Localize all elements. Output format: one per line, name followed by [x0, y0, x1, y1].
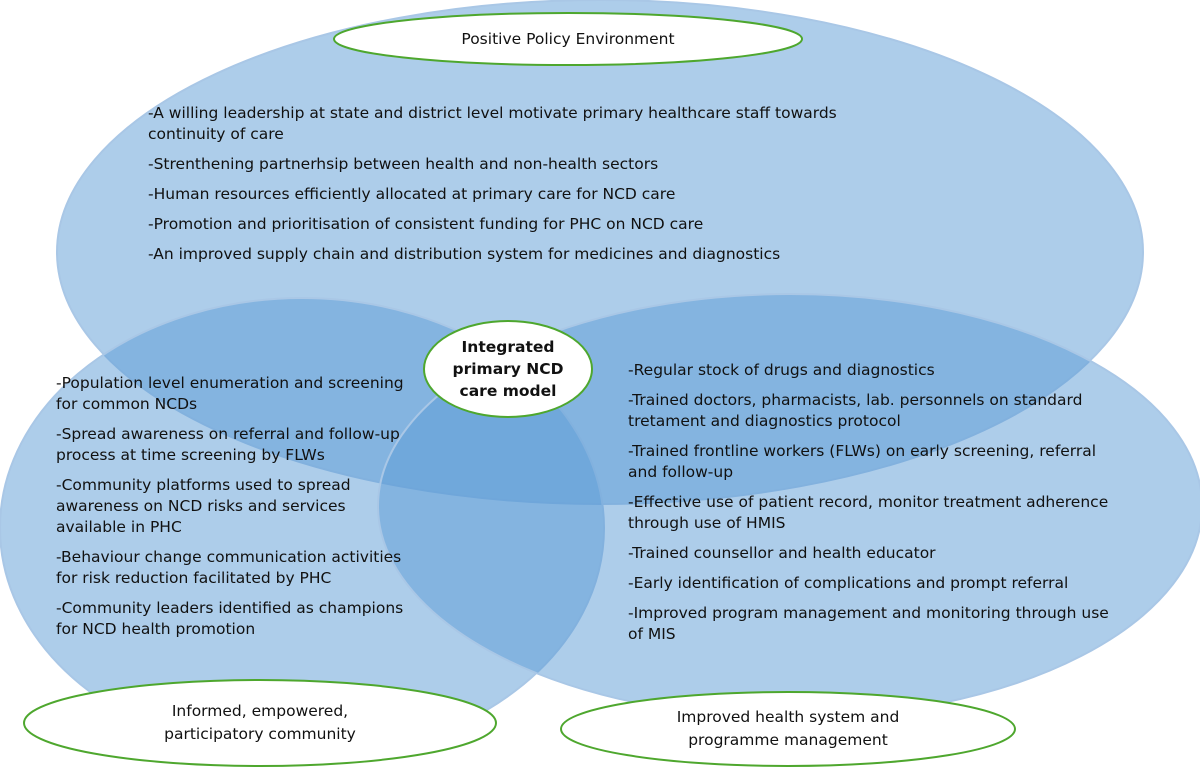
community-list: -Population level enumeration and screen… — [56, 373, 416, 649]
policy-list: -A willing leadership at state and distr… — [148, 103, 908, 274]
community-label-oval — [23, 679, 497, 767]
policy-item: -A willing leadership at state and distr… — [148, 104, 837, 143]
health-label-oval — [560, 691, 1016, 767]
policy-label-oval — [333, 12, 803, 66]
community-item: -Community leaders identified as champio… — [56, 599, 404, 638]
policy-item: -Promotion and prioritisation of consist… — [148, 215, 704, 233]
policy-item: -Human resources efficiently allocated a… — [148, 185, 676, 203]
community-title-line: Informed, empowered, — [171, 702, 349, 720]
center-label: Integrated primary NCD care model — [424, 329, 592, 409]
community-item: -Community platforms used to spread awar… — [56, 476, 351, 536]
health-system-item: -Regular stock of drugs and diagnostics — [628, 361, 935, 379]
policy-item: -An improved supply chain and distributi… — [148, 245, 781, 263]
health-system-item: -Trained doctors, pharmacists, lab. pers… — [628, 391, 1083, 430]
policy-title: Positive Policy Environment — [461, 29, 675, 48]
health-system-item: -Early identification of complications a… — [628, 574, 1069, 592]
health-system-label: Improved health system and programme man… — [561, 692, 1015, 766]
policy-label: Positive Policy Environment — [335, 14, 801, 64]
health-system-item: -Trained counsellor and health educator — [628, 544, 936, 562]
community-item: -Behaviour change communication activiti… — [56, 548, 402, 587]
community-item: -Population level enumeration and screen… — [56, 374, 404, 413]
center-title-line: primary NCD — [452, 360, 564, 378]
center-title-line: Integrated — [461, 338, 555, 356]
policy-item: -Strenthening partnerhsip between health… — [148, 155, 659, 173]
community-title-line: participatory community — [164, 725, 356, 743]
health-system-title-line: Improved health system and — [676, 708, 900, 726]
community-label: Informed, empowered, participatory commu… — [24, 680, 496, 766]
health-system-item: -Improved program management and monitor… — [628, 604, 1109, 643]
health-system-item: -Trained frontline workers (FLWs) on ear… — [628, 442, 1097, 481]
community-item: -Spread awareness on referral and follow… — [56, 425, 400, 464]
health-system-title-line: programme management — [688, 731, 888, 749]
center-label-oval — [423, 320, 593, 418]
health-system-list: -Regular stock of drugs and diagnostics … — [628, 360, 1128, 654]
health-system-item: -Effective use of patient record, monito… — [628, 493, 1109, 532]
center-title-line: care model — [459, 382, 557, 400]
